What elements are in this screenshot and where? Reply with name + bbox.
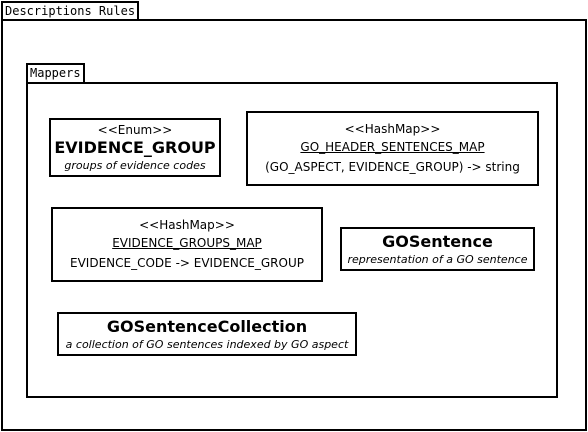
class-description: groups of evidence codes — [64, 158, 206, 172]
package-label: Mappers — [30, 66, 81, 80]
class-description: a collection of GO sentences indexed by … — [65, 337, 349, 351]
class-name: GOSentenceCollection — [106, 316, 308, 336]
class-signature: (GO_ASPECT, EVIDENCE_GROUP) -> string — [265, 160, 520, 174]
stereotype-label: <<HashMap>> — [344, 122, 441, 136]
class-name: GO_HEADER_SENTENCES_MAP — [300, 140, 485, 154]
class-signature: EVIDENCE_CODE -> EVIDENCE_GROUP — [70, 256, 304, 270]
class-evidence-groups-map[interactable]: <<HashMap>> EVIDENCE_GROUPS_MAP EVIDENCE… — [51, 207, 323, 282]
class-name: EVIDENCE_GROUP — [54, 137, 216, 157]
class-go-sentence[interactable]: GOSentence representation of a GO senten… — [340, 227, 535, 271]
package-label: Descriptions Rules — [5, 4, 136, 18]
class-name: EVIDENCE_GROUPS_MAP — [112, 236, 262, 250]
stereotype-label: <<Enum>> — [97, 122, 173, 137]
stereotype-label: <<HashMap>> — [139, 218, 235, 232]
class-go-header-sentences-map[interactable]: <<HashMap>> GO_HEADER_SENTENCES_MAP (GO_… — [246, 111, 539, 186]
class-go-sentence-collection[interactable]: GOSentenceCollection a collection of GO … — [57, 312, 357, 356]
class-description: representation of a GO sentence — [347, 252, 528, 266]
class-name: GOSentence — [382, 231, 493, 251]
package-tab-descriptions-rules: Descriptions Rules — [1, 1, 140, 21]
package-tab-mappers: Mappers — [26, 63, 85, 84]
class-evidence-group[interactable]: <<Enum>> EVIDENCE_GROUP groups of eviden… — [49, 118, 221, 177]
